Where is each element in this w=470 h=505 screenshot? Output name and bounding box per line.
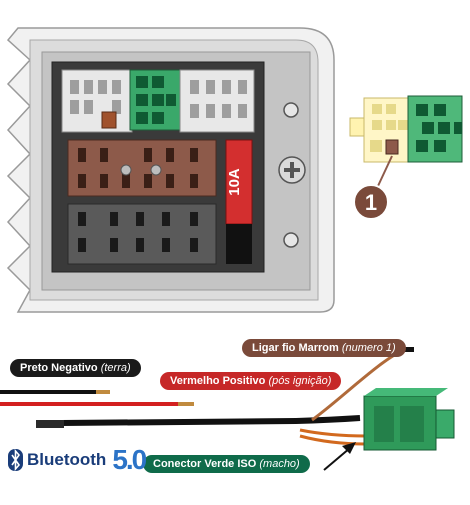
phillips-screw-icon xyxy=(278,156,306,184)
label-brown-main: Ligar fio Marrom xyxy=(252,342,339,354)
arrow-icon xyxy=(323,442,356,471)
bluetooth-badge: Bluetooth 5.0 xyxy=(24,444,147,475)
label-red-main: Vermelho Positivo xyxy=(170,375,266,387)
iso-connector-green xyxy=(363,388,455,451)
connector-green-top xyxy=(129,69,181,131)
connector-grey-speaker xyxy=(67,203,217,265)
connector-grey-left xyxy=(61,69,133,133)
label-red-wire: Vermelho Positivo (pós ignição) xyxy=(160,372,342,390)
label-green-main: Conector Verde ISO xyxy=(153,458,257,470)
callout-number: 1 xyxy=(365,190,377,215)
label-red-note: (pós ignição) xyxy=(268,375,332,387)
label-brown-note: (numero 1) xyxy=(341,342,396,354)
label-black-wire: Preto Negativo (terra) xyxy=(10,359,141,377)
connector-detail-zoom: 1 xyxy=(349,95,463,220)
label-brown-wire: Ligar fio Marrom (numero 1) xyxy=(242,339,406,357)
bluetooth-icon xyxy=(8,448,23,472)
connector-brown-power xyxy=(67,139,217,197)
bluetooth-version: 5.0 xyxy=(112,444,147,475)
label-green-note: (macho) xyxy=(259,458,300,470)
fuse: 10A xyxy=(225,139,253,264)
connector-grey-right xyxy=(179,69,255,133)
fuse-label: 10A xyxy=(226,168,243,196)
label-black-note: (terra) xyxy=(100,362,131,374)
label-black-main: Preto Negativo xyxy=(20,362,98,374)
label-green-connector: Conector Verde ISO (macho) xyxy=(143,455,310,473)
bluetooth-text: Bluetooth xyxy=(27,450,107,469)
